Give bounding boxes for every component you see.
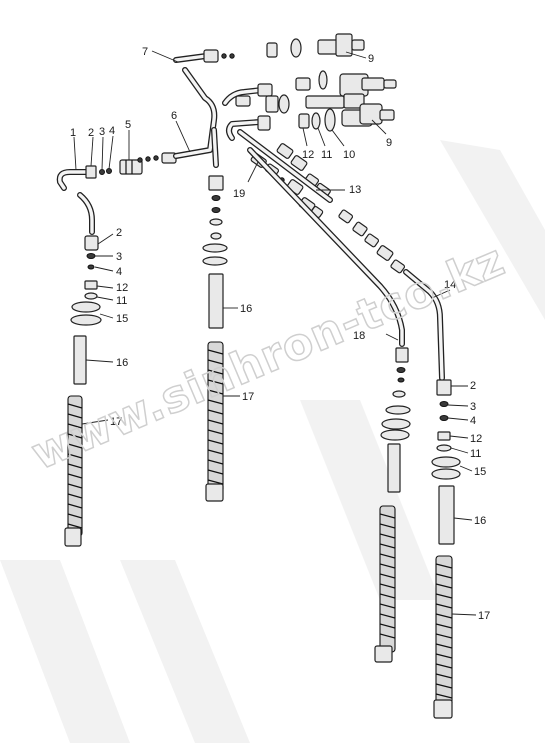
label-16c: 16 [474,515,486,527]
tube-16a [73,335,87,385]
label-14: 14 [444,279,456,291]
label-11b: 11 [116,295,127,307]
center-assembly [137,49,235,502]
hose-17d-ribs [435,563,453,699]
tube-16b [208,273,224,329]
label-12a: 12 [302,149,314,161]
label-16b: 16 [240,303,252,315]
label-2b: 2 [116,227,122,239]
label-3a: 3 [99,126,105,138]
label-9b: 9 [386,137,392,149]
label-2a: 2 [88,127,94,139]
valve-group [222,33,397,141]
label-17b: 17 [242,391,254,403]
nut-2a [84,235,99,251]
label-12c: 12 [470,433,482,445]
label-15b: 15 [474,466,486,478]
label-19: 19 [233,188,245,200]
label-10: 10 [343,149,355,161]
label-17c: 17 [478,610,490,622]
label-7: 7 [142,46,148,58]
label-3c: 3 [470,401,476,413]
right-middle-assembly [374,347,411,663]
label-1: 1 [70,127,76,139]
hose-17c-ribs [379,513,396,639]
label-16a: 16 [116,357,128,369]
watermark-background [0,140,545,743]
label-9a: 9 [368,53,374,65]
label-11a: 11 [321,149,332,161]
leader-lines [73,50,477,616]
part-labels: 1 2 3 4 5 6 7 9 9 10 11 12 13 19 14 18 2… [70,46,490,622]
hose-17a-ribs [67,403,83,529]
label-4c: 4 [470,415,476,427]
label-15a: 15 [116,313,128,325]
label-11c: 11 [470,448,481,460]
label-4a: 4 [109,125,115,137]
label-4b: 4 [116,266,122,278]
label-3b: 3 [116,251,122,263]
label-17a: 17 [110,416,122,428]
hose-17b-ribs [207,349,224,485]
right-assembly [431,379,461,719]
diagonal-fittings [237,129,445,381]
label-5: 5 [125,119,131,131]
left-assembly [56,159,143,547]
label-18: 18 [353,330,365,342]
label-13: 13 [349,184,361,196]
label-2c: 2 [470,380,476,392]
label-12b: 12 [116,282,128,294]
label-6: 6 [171,110,177,122]
